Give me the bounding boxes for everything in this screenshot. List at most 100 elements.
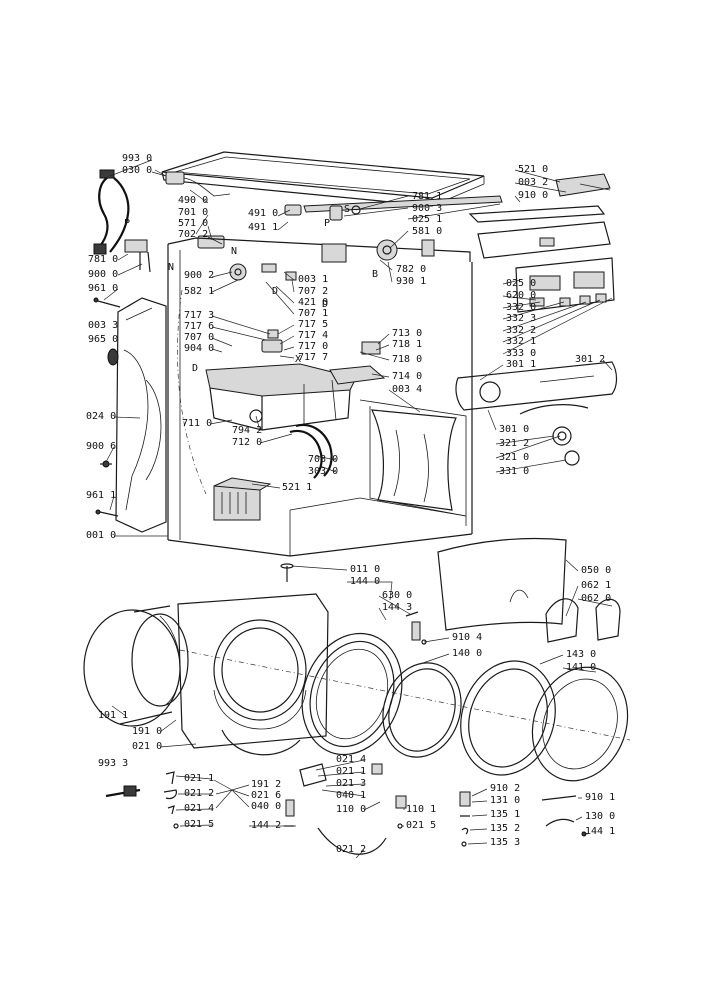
part-number-label: 062 1 xyxy=(581,580,611,591)
part-number-label: 303 0 xyxy=(308,466,338,477)
part-number-label: 135 2 xyxy=(490,823,520,834)
part-number-label: 024 0 xyxy=(86,411,116,422)
part-number-label: 910 4 xyxy=(452,632,482,643)
part-number-label: 143 0 xyxy=(566,649,596,660)
part-number-label: 021 0 xyxy=(132,741,162,752)
connector-letter: S xyxy=(344,204,350,215)
kickplate xyxy=(437,537,567,631)
part-number-label: 062 0 xyxy=(581,593,611,604)
part-number-label: 708 0 xyxy=(308,454,338,465)
part-number-label: 321 0 xyxy=(499,452,529,463)
part-number-label: 717 5 xyxy=(298,319,328,330)
filter-cover xyxy=(545,598,621,643)
pressure-switch xyxy=(154,169,231,197)
part-number-label: 141 0 xyxy=(566,662,596,673)
part-number-label: 021 4 xyxy=(336,754,366,765)
part-number-label: 707 0 xyxy=(184,332,214,343)
part-number-label: 961 1 xyxy=(86,490,116,501)
part-number-label: 144 3 xyxy=(382,602,412,613)
part-number-label: 331 0 xyxy=(499,466,529,477)
inlet-hoses xyxy=(93,169,130,255)
part-number-label: 021 1 xyxy=(184,773,214,784)
part-number-label: 021 2 xyxy=(184,788,214,799)
part-number-label: 781 0 xyxy=(88,254,118,265)
part-number-label: 707 2 xyxy=(298,286,328,297)
part-number-label: 930 1 xyxy=(396,276,426,287)
part-number-label: 910 0 xyxy=(518,190,548,201)
part-number-label: 191 2 xyxy=(251,779,281,790)
part-number-label: 717 3 xyxy=(184,310,214,321)
part-number-label: 581 0 xyxy=(412,226,442,237)
top-internal-parts xyxy=(229,239,435,281)
door-frame xyxy=(460,660,556,776)
part-number-label: 717 4 xyxy=(298,330,328,341)
part-number-label: 630 0 xyxy=(382,590,412,601)
part-number-label: 021 5 xyxy=(406,820,436,831)
connector-letter: P xyxy=(324,218,330,229)
part-number-label: 491 0 xyxy=(248,208,278,219)
connector-letter: D xyxy=(322,299,328,310)
left-side-panel xyxy=(107,297,167,533)
part-number-label: 021 2 xyxy=(336,844,366,855)
part-number-label: 021 6 xyxy=(251,790,281,801)
part-number-label: 332 2 xyxy=(506,325,536,336)
part-number-label: 794 2 xyxy=(232,425,262,436)
part-number-label: 332 3 xyxy=(506,313,536,324)
part-number-label: 900 0 xyxy=(88,269,118,280)
leader-lines xyxy=(103,159,613,859)
part-number-label: 718 1 xyxy=(392,339,422,350)
part-number-label: 701 0 xyxy=(178,207,208,218)
part-number-label: 040 0 xyxy=(251,801,281,812)
part-number-label: 965 0 xyxy=(88,334,118,345)
part-number-label: 050 0 xyxy=(581,565,611,576)
door-lock xyxy=(405,611,427,645)
part-number-label: 025 1 xyxy=(412,214,442,225)
part-number-label: 900 2 xyxy=(184,270,214,281)
part-number-label: 521 0 xyxy=(518,164,548,175)
part-number-label: 711 0 xyxy=(182,418,212,429)
part-number-label: 332 1 xyxy=(506,336,536,347)
part-number-label: 135 3 xyxy=(490,837,520,848)
part-number-label: 571 0 xyxy=(178,218,208,229)
part-number-label: 110 0 xyxy=(336,804,366,815)
connector-letter: X xyxy=(295,354,301,365)
part-number-label: 131 0 xyxy=(490,795,520,806)
part-number-label: 782 0 xyxy=(396,264,426,275)
part-number-label: 717 6 xyxy=(184,321,214,332)
part-number-label: 144 0 xyxy=(350,576,380,587)
part-number-label: 491 1 xyxy=(248,222,278,233)
part-number-label: 421 0 xyxy=(298,297,328,308)
part-number-label: 021 5 xyxy=(184,819,214,830)
connector-letter: N xyxy=(168,262,174,273)
part-number-label: 301 2 xyxy=(575,354,605,365)
part-number-label: 993 3 xyxy=(98,758,128,769)
part-number-label: 321 2 xyxy=(499,438,529,449)
part-number-label: 011 0 xyxy=(350,564,380,575)
part-number-label: 130 0 xyxy=(585,811,615,822)
part-number-label: 191 0 xyxy=(132,726,162,737)
part-number-label: 521 1 xyxy=(282,482,312,493)
part-number-label: 781 1 xyxy=(412,191,442,202)
part-number-label: 021 3 xyxy=(336,778,366,789)
rear-rail xyxy=(303,195,503,213)
part-number-label: 582 1 xyxy=(184,286,214,297)
part-number-label: 718 0 xyxy=(392,354,422,365)
door-ring xyxy=(382,662,462,758)
connector-letter: N xyxy=(231,246,237,257)
connector-letter: B xyxy=(372,269,378,280)
part-number-label: 702 2 xyxy=(178,229,208,240)
pump-assembly xyxy=(213,477,272,521)
part-number-label: 140 0 xyxy=(452,648,482,659)
part-number-label: 021 1 xyxy=(336,766,366,777)
part-number-label: 144 1 xyxy=(585,826,615,837)
part-number-label: 332 0 xyxy=(506,302,536,313)
part-number-label: 714 0 xyxy=(392,371,422,382)
tub-back xyxy=(371,409,457,511)
screws-left xyxy=(93,297,294,582)
part-number-label: 707 1 xyxy=(298,308,328,319)
part-number-label: 961 0 xyxy=(88,283,118,294)
part-number-label: 003 1 xyxy=(298,274,328,285)
part-number-label: 144 2 xyxy=(251,820,281,831)
part-number-label: 030 0 xyxy=(122,165,152,176)
